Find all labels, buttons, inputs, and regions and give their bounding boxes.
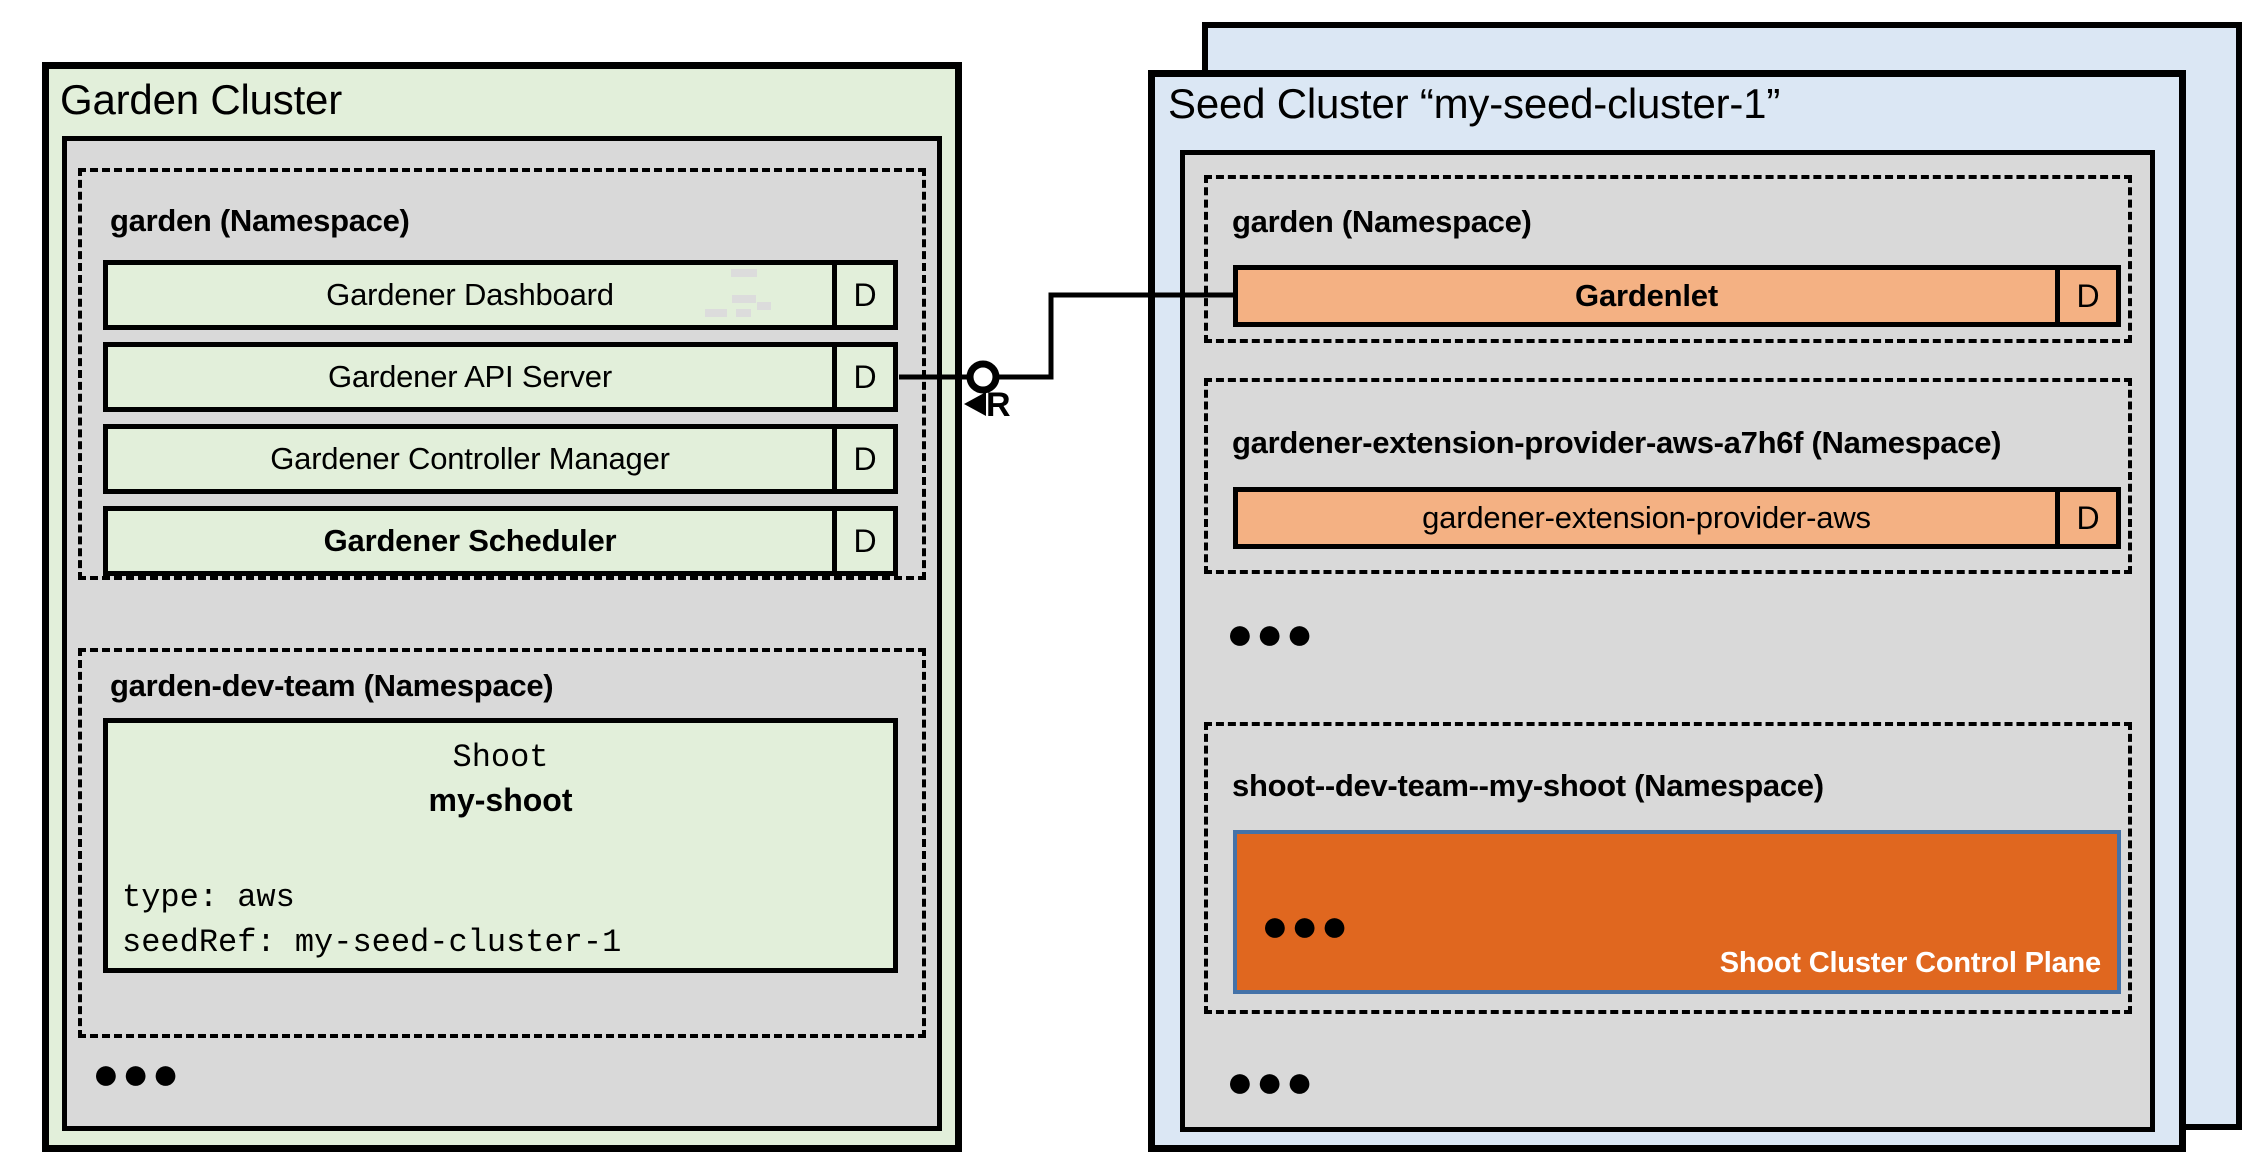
shoot-resource-spec-type: type: aws bbox=[122, 879, 295, 916]
shoot-resource-kind: Shoot bbox=[452, 739, 549, 776]
component-gardener-dashboard-label: Gardener Dashboard bbox=[326, 277, 614, 312]
component-gardener-scheduler[interactable]: Gardener Scheduler D bbox=[103, 506, 898, 576]
namespace-garden-dev-team-title: garden-dev-team (Namespace) bbox=[110, 668, 554, 703]
namespace-garden-seed bbox=[1204, 175, 2132, 343]
control-plane-label: Shoot Cluster Control Plane bbox=[1719, 947, 2101, 979]
component-gardener-controller-manager-badge: D bbox=[832, 429, 893, 489]
garden-cluster-more-indicator: ●●● bbox=[92, 1047, 182, 1099]
control-plane-more-indicator: ●●● bbox=[1261, 899, 1351, 951]
component-gardener-scheduler-label: Gardener Scheduler bbox=[323, 523, 617, 558]
namespace-gardener-extension-provider-aws bbox=[1204, 378, 2132, 574]
namespace-garden-left-title: garden (Namespace) bbox=[110, 203, 410, 238]
component-gardener-dashboard[interactable]: Gardener Dashboard D bbox=[103, 260, 898, 330]
component-gardener-dashboard-badge: D bbox=[832, 265, 893, 325]
component-gardenlet-label: Gardenlet bbox=[1575, 278, 1718, 313]
dashboard-artifact-4 bbox=[736, 309, 751, 317]
component-gardener-api-server-label: Gardener API Server bbox=[328, 359, 612, 394]
component-gardener-controller-manager-label: Gardener Controller Manager bbox=[270, 441, 670, 476]
namespace-garden-dev-team bbox=[78, 648, 926, 1038]
shoot-cluster-control-plane[interactable]: ●●● Shoot Cluster Control Plane bbox=[1233, 830, 2121, 994]
connector-direction-arrow-icon bbox=[964, 392, 986, 416]
component-gardenlet-badge: D bbox=[2055, 270, 2116, 322]
dashboard-artifact-2 bbox=[732, 295, 756, 303]
namespace-shoot-dev-team-my-shoot-title: shoot--dev-team--my-shoot (Namespace) bbox=[1232, 768, 1824, 803]
component-gardener-scheduler-badge: D bbox=[832, 511, 893, 571]
garden-cluster-title: Garden Cluster bbox=[60, 76, 342, 123]
component-gardener-extension-provider-aws-badge: D bbox=[2055, 492, 2116, 544]
dashboard-artifact-5 bbox=[705, 309, 727, 317]
component-gardener-extension-provider-aws-label: gardener-extension-provider-aws bbox=[1422, 500, 1871, 535]
namespace-gardener-extension-provider-aws-title: gardener-extension-provider-aws-a7h6f (N… bbox=[1232, 425, 2002, 460]
seed-cluster-more-indicator-bottom: ●●● bbox=[1226, 1055, 1316, 1107]
dashboard-artifact-3 bbox=[757, 302, 771, 310]
component-gardenlet[interactable]: Gardenlet D bbox=[1233, 265, 2121, 327]
seed-cluster-title: Seed Cluster “my-seed-cluster-1” bbox=[1168, 80, 1781, 127]
component-gardener-extension-provider-aws[interactable]: gardener-extension-provider-aws D bbox=[1233, 487, 2121, 549]
dashboard-artifact-1 bbox=[731, 269, 757, 277]
connector-interface-label: R bbox=[986, 386, 1011, 424]
namespace-shoot-dev-team-my-shoot bbox=[1204, 722, 2132, 1014]
component-gardener-api-server[interactable]: Gardener API Server D bbox=[103, 342, 898, 412]
seed-cluster-more-indicator-middle: ●●● bbox=[1226, 607, 1316, 659]
shoot-resource-name: my-shoot bbox=[428, 782, 573, 818]
shoot-resource-spec-seedref: seedRef: my-seed-cluster-1 bbox=[122, 924, 622, 962]
component-gardener-controller-manager[interactable]: Gardener Controller Manager D bbox=[103, 424, 898, 494]
namespace-garden-seed-title: garden (Namespace) bbox=[1232, 204, 1532, 239]
namespace-garden-left bbox=[78, 168, 926, 580]
component-gardener-api-server-badge: D bbox=[832, 347, 893, 407]
shoot-resource-card[interactable]: Shoot my-shoot type: aws seedRef: my-see… bbox=[103, 718, 898, 973]
